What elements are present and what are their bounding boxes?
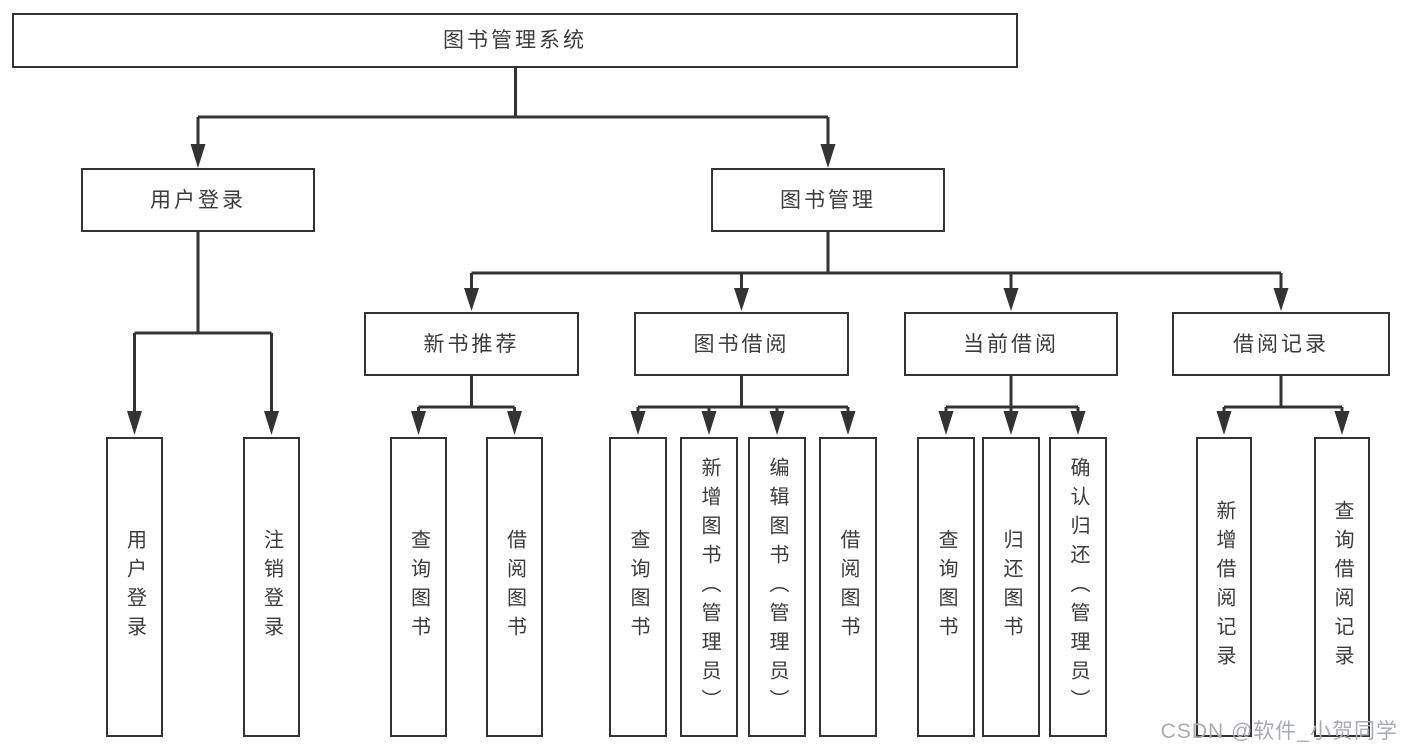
leaf-newrec-borrow-books: 借阅图书	[486, 437, 543, 737]
node-label: 编辑图书（管理员）	[766, 456, 788, 718]
node-label: 当前借阅	[963, 332, 1059, 356]
node-label: 图书管理	[780, 188, 876, 212]
connector-borrow-records-to-leaves	[1216, 376, 1350, 435]
node-label: 查询图书	[407, 529, 430, 645]
leaf-logout: 注销登录	[243, 437, 300, 737]
node-book-management: 图书管理	[711, 168, 945, 232]
connector-book-borrow-to-leaves	[630, 376, 856, 435]
node-label: 新增图书（管理员）	[698, 456, 720, 718]
node-label: 新增借阅记录	[1213, 500, 1235, 674]
node-label: 图书借阅	[693, 332, 790, 356]
node-label: 用户登录	[150, 188, 246, 212]
node-label: 借阅图书	[503, 529, 526, 645]
connector-new-book-rec-to-leaves	[411, 376, 522, 435]
node-borrow-records: 借阅记录	[1172, 312, 1390, 376]
leaf-user-login: 用户登录	[106, 437, 163, 737]
node-root-system: 图书管理系统	[12, 13, 1018, 68]
leaf-current-return-books: 归还图书	[982, 437, 1040, 737]
leaf-borrowing-add-books-admin: 新增图书（管理员）	[680, 437, 738, 737]
leaf-borrowing-query-books: 查询图书	[609, 437, 667, 737]
node-current-borrowing: 当前借阅	[904, 312, 1118, 376]
leaf-borrowing-edit-books-admin: 编辑图书（管理员）	[748, 437, 806, 737]
leaf-records-query-record: 查询借阅记录	[1314, 437, 1370, 737]
leaf-borrowing-borrow-books: 借阅图书	[819, 437, 877, 737]
connector-user-login-to-leaves	[127, 232, 279, 435]
node-label: 新书推荐	[423, 332, 520, 356]
leaf-current-confirm-return-admin: 确认归还（管理员）	[1049, 437, 1107, 737]
connector-current-borrow-to-leaves	[938, 376, 1086, 435]
node-label: 借阅图书	[837, 529, 859, 645]
node-label: 用户登录	[123, 529, 146, 645]
leaf-current-query-books: 查询图书	[917, 437, 975, 737]
node-new-book-recommend: 新书推荐	[364, 312, 579, 376]
csdn-watermark: CSDN @软件_小贺同学	[1160, 720, 1398, 743]
node-label: 查询图书	[627, 529, 649, 645]
node-label: 确认归还（管理员）	[1067, 456, 1089, 718]
node-book-borrowing: 图书借阅	[634, 312, 849, 376]
node-label: 查询借阅记录	[1331, 500, 1353, 674]
node-label: 注销登录	[260, 529, 283, 645]
leaf-records-add-record: 新增借阅记录	[1196, 437, 1252, 737]
node-user-login: 用户登录	[81, 168, 315, 232]
leaf-newrec-query-books: 查询图书	[390, 437, 447, 737]
node-label: 查询图书	[935, 529, 957, 645]
connector-book-mgmt-to-level3	[464, 232, 1289, 311]
connector-root-to-level2	[190, 68, 836, 168]
node-label: 图书管理系统	[443, 29, 587, 52]
node-label: 归还图书	[1000, 529, 1022, 645]
node-label: 借阅记录	[1233, 332, 1329, 356]
